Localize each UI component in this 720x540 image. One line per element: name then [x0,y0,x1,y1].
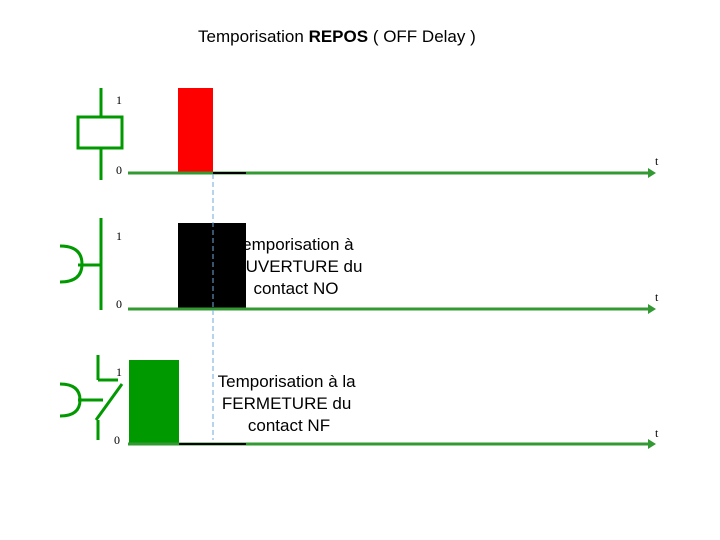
title-prefix: Temporisation [198,27,309,46]
coil-signal-pulse [178,88,213,173]
contact-no-annotation-line-1: Temporisation à [234,235,355,254]
contact-nc-annotation-line-3: contact NF [248,416,330,435]
contact-no-annotation-line-2: l’OUVERTURE du [225,257,363,276]
contact-no-level-high: 1 [116,229,122,243]
title-bold: REPOS [309,27,369,46]
contact-no-time-label: t [655,290,659,304]
contact-nc-level-high: 1 [116,365,122,379]
contact-nc-symbol-icon [59,355,124,440]
contact-nc-signal-pulse [129,360,179,444]
contact-no-signal-pulse [178,223,246,309]
contact-nc-row: 1 0 t Temporisation à la FERMETURE du co… [59,355,659,449]
title-suffix: ( OFF Delay ) [368,27,476,46]
contact-no-annotation: Temporisation à l’OUVERTURE du contact N… [225,235,367,298]
contact-nc-annotation-line-1: Temporisation à la [218,372,357,391]
contact-no-symbol-icon [59,218,103,310]
coil-axis-arrow [648,168,656,178]
page-title: Temporisation REPOS ( OFF Delay ) [198,27,476,46]
contact-nc-axis-arrow [648,439,656,449]
coil-level-low: 0 [116,163,122,177]
coil-symbol-icon [76,88,124,180]
contact-no-annotation-line-3: contact NO [253,279,338,298]
contact-nc-annotation: Temporisation à la FERMETURE du contact … [218,372,361,435]
coil-row: 1 0 t [76,88,659,180]
contact-no-row: 1 0 t Temporisation à l’OUVERTURE du con… [59,218,659,314]
contact-nc-annotation-line-2: FERMETURE du [222,394,351,413]
coil-time-label: t [655,154,659,168]
contact-no-axis-arrow [648,304,656,314]
coil-level-high: 1 [116,93,122,107]
contact-no-level-low: 0 [116,297,122,311]
contact-nc-level-low: 0 [114,433,120,447]
contact-nc-time-label: t [655,426,659,440]
